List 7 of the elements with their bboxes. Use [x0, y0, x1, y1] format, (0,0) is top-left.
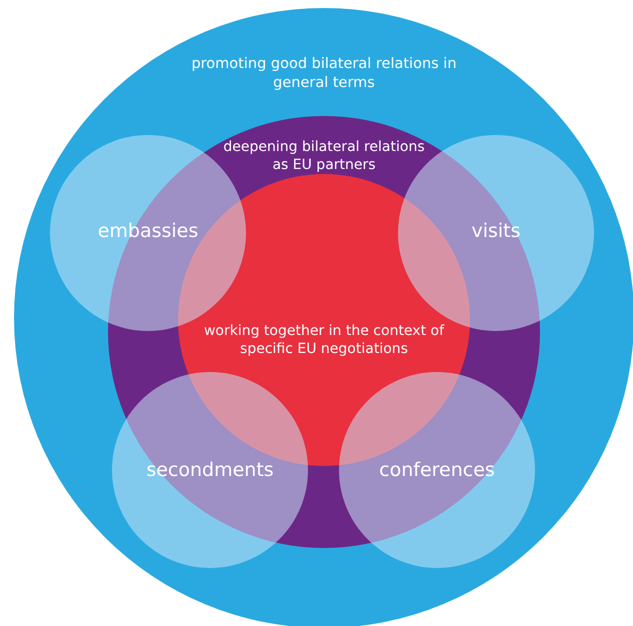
- circle-label: working together in the context of specific EU negotiations: [202, 322, 446, 358]
- circle-label: conferences: [378, 458, 496, 483]
- circle-label: secondments: [145, 458, 275, 483]
- circle-label: deepening bilateral relations as EU partners: [222, 138, 426, 174]
- circle-label: visits: [470, 219, 522, 244]
- circle-label: embassies: [96, 219, 200, 244]
- circle-label: promoting good bilateral relations in general terms: [190, 55, 458, 93]
